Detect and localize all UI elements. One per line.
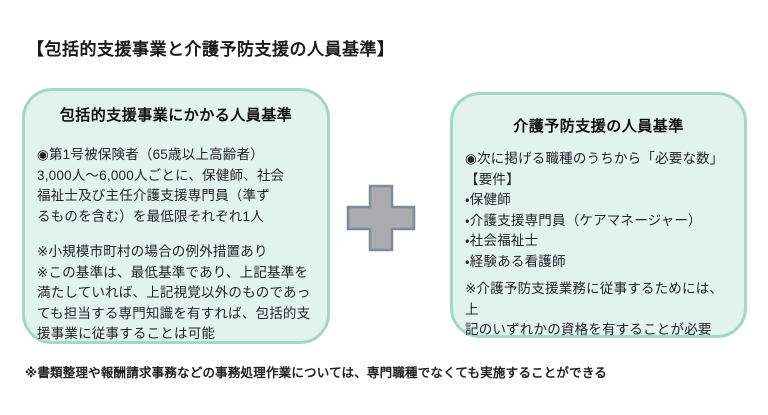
left-panel-body-text: ◉第1号被保険者（65歳以上高齢者） 3,000人～6,000人ごとに、保健師、…: [37, 147, 285, 224]
plus-icon-shape: [346, 184, 416, 252]
right-panel-body-text: ◉次に掲げる職種のうちから「必要な数」 【要件】 ・保健師 ・介護支援専門員（ケ…: [465, 151, 724, 269]
plus-icon: [346, 183, 416, 253]
left-panel-notes-text: ※小規模市町村の場合の例外措置あり ※この基準は、最低基準であり、上記基準を 満…: [37, 244, 311, 341]
right-panel-notes-text: ※介護予防支援業務に従事するためには、上 記のいずれかの資格を有することが必要: [465, 281, 724, 337]
page-title: 【包括的支援事業と介護予防支援の人員基準】: [27, 40, 395, 59]
panel-comprehensive-support-standards: 包括的支援事業にかかる人員基準 ◉第1号被保険者（65歳以上高齢者） 3,000…: [22, 88, 330, 344]
panel-preventive-care-support-standards: 介護予防支援の人員基準 ◉次に掲げる職種のうちから「必要な数」 【要件】 ・保健…: [450, 92, 747, 338]
left-panel-title: 包括的支援事業にかかる人員基準: [59, 107, 293, 124]
right-panel-title: 介護予防支援の人員基準: [513, 118, 684, 135]
footer-note: ※書類整理や報酬請求事務などの事務処理作業については、専門職種でなくても実施する…: [25, 366, 607, 380]
